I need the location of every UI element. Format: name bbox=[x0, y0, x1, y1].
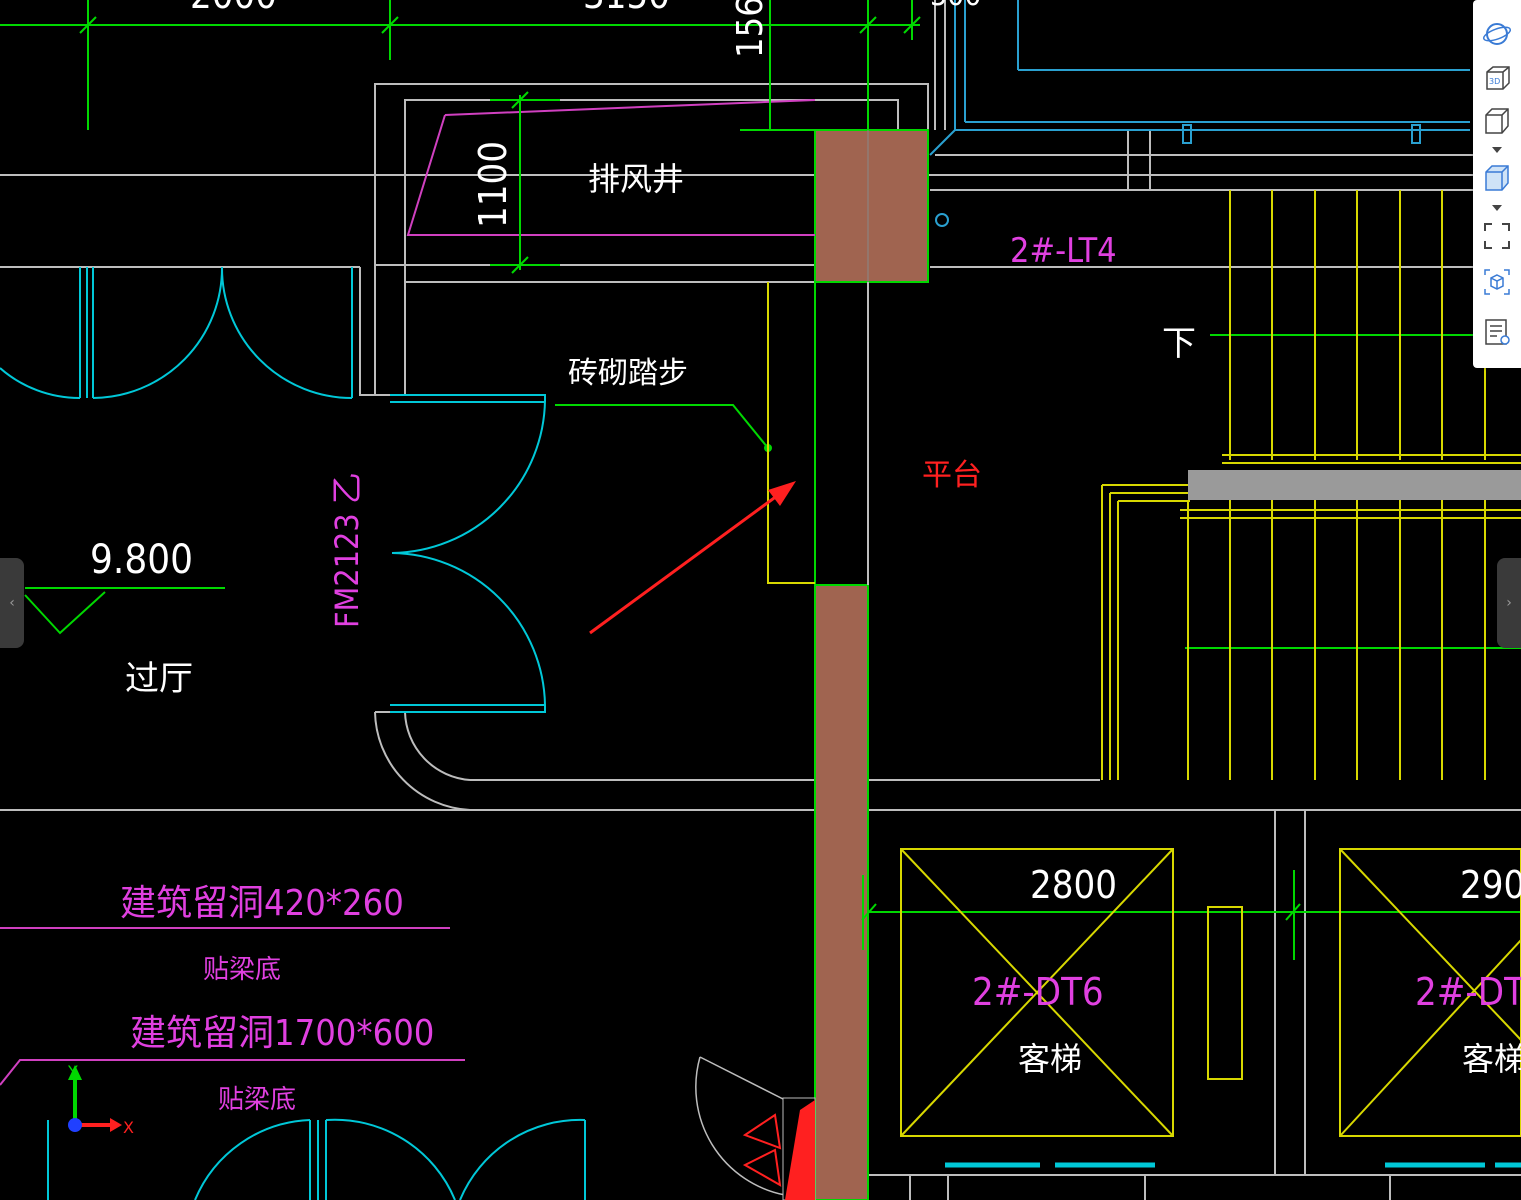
right-panel-toggle[interactable]: › bbox=[1497, 558, 1521, 648]
door-id-label: FM2123 乙 bbox=[328, 472, 366, 628]
properties-button[interactable] bbox=[1479, 314, 1515, 350]
view-toolbar: 3D bbox=[1473, 0, 1521, 368]
fullscreen-icon bbox=[1484, 223, 1510, 249]
elevation-label: 9.800 bbox=[90, 537, 193, 583]
caret-down-icon bbox=[1492, 147, 1502, 153]
chevron-right-icon: › bbox=[1506, 595, 1512, 611]
cube-view-dropdown[interactable] bbox=[1491, 146, 1503, 154]
orbit-icon bbox=[1482, 23, 1512, 45]
solid-view-button[interactable] bbox=[1479, 160, 1515, 196]
axis-indicator: Y X bbox=[67, 1062, 134, 1137]
exhaust-shaft-outline bbox=[406, 99, 816, 236]
elevator-shafts bbox=[900, 848, 1521, 1137]
elevator-dim-2: 2900 bbox=[1460, 863, 1521, 907]
annotation-arrow bbox=[589, 481, 796, 635]
wall-column bbox=[814, 129, 929, 1200]
opening-label-2: 建筑留洞1700*600 bbox=[130, 1013, 434, 1054]
view-3d-icon: 3D bbox=[1486, 66, 1510, 90]
drawing-labels: 2000 3150 1565 300 1100 排风井 2#-LT4 下 砖砌踏… bbox=[90, 0, 1521, 1115]
stair-id-label: 2#-LT4 bbox=[1010, 231, 1117, 271]
beam-bottom-label-2: 贴梁底 bbox=[218, 1085, 296, 1115]
elevator-id-1: 2#-DT6 bbox=[972, 970, 1104, 1014]
element-view-icon bbox=[1484, 269, 1510, 295]
dimension-lines bbox=[0, 0, 1521, 960]
dim-3150: 3150 bbox=[583, 0, 670, 17]
elevator-type-1: 客梯 bbox=[1018, 1040, 1082, 1078]
elevator-type-2: 客梯 bbox=[1462, 1040, 1521, 1078]
cube-solid-icon bbox=[1485, 165, 1509, 191]
exhaust-shaft-label: 排风井 bbox=[588, 160, 684, 198]
properties-icon bbox=[1485, 319, 1510, 345]
svg-text:3D: 3D bbox=[1489, 77, 1500, 86]
axis-x-label: X bbox=[123, 1118, 134, 1137]
elevator-id-2: 2#-DT7 bbox=[1415, 970, 1521, 1014]
hall-label: 过厅 bbox=[125, 659, 193, 699]
left-panel-toggle[interactable]: ‹ bbox=[0, 558, 24, 648]
door-swings bbox=[0, 266, 1521, 1200]
dim-2000: 2000 bbox=[190, 0, 277, 17]
elevator-dim-1: 2800 bbox=[1030, 863, 1117, 907]
fullscreen-button[interactable] bbox=[1479, 218, 1515, 254]
fire-hydrant bbox=[695, 1056, 816, 1200]
opening-label-1: 建筑留洞420*260 bbox=[120, 883, 404, 924]
axis-y-label: Y bbox=[67, 1062, 78, 1081]
view-3d-button[interactable]: 3D bbox=[1479, 60, 1515, 96]
structure-lines-blue bbox=[929, 0, 1470, 227]
opening-leader-lines bbox=[0, 927, 465, 1086]
dim-300: 300 bbox=[930, 0, 982, 13]
landing-slab bbox=[1188, 470, 1521, 500]
chevron-left-icon: ‹ bbox=[9, 595, 15, 611]
platform-label: 平台 bbox=[922, 458, 982, 493]
brick-steps-outline bbox=[767, 282, 815, 584]
caret-down-icon bbox=[1492, 205, 1502, 211]
down-label: 下 bbox=[1162, 324, 1196, 364]
cube-icon bbox=[1485, 108, 1509, 134]
dim-1100: 1100 bbox=[471, 141, 515, 228]
dim-1565: 1565 bbox=[730, 0, 771, 58]
solid-view-dropdown[interactable] bbox=[1491, 204, 1503, 212]
cube-view-button[interactable] bbox=[1479, 103, 1515, 139]
brick-steps-label: 砖砌踏步 bbox=[568, 356, 688, 391]
element-view-button[interactable] bbox=[1479, 264, 1515, 300]
beam-bottom-label-1: 贴梁底 bbox=[203, 955, 281, 985]
orbit-button[interactable] bbox=[1479, 16, 1515, 52]
